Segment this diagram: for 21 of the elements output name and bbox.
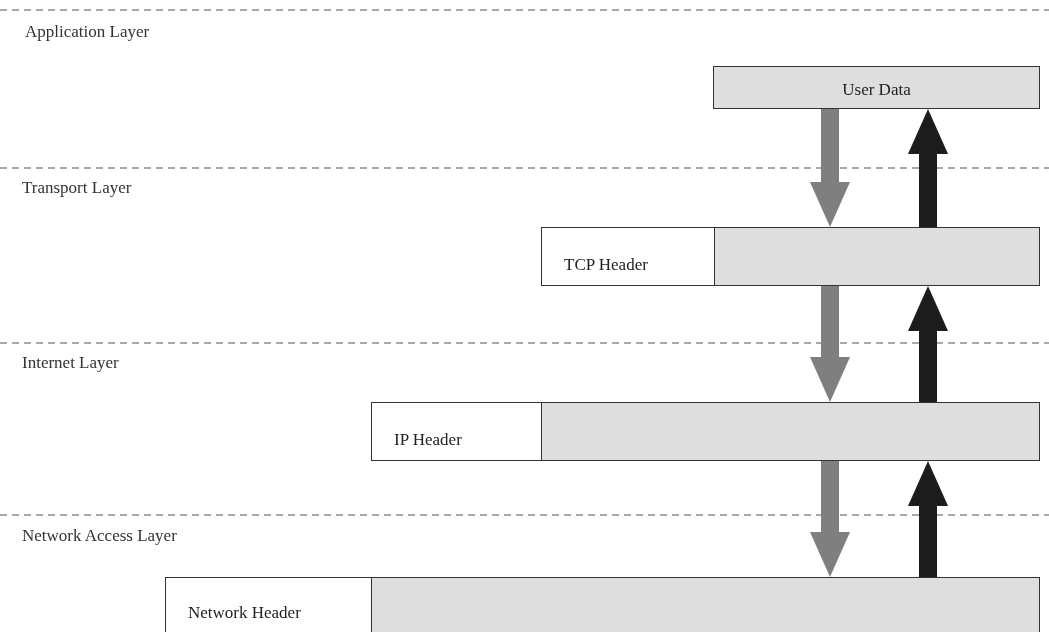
data-box [371, 577, 1040, 632]
box-label: User Data [842, 80, 911, 100]
header-box [371, 402, 542, 461]
layer-label: Network Access Layer [22, 526, 177, 546]
arrow [908, 109, 948, 227]
header-box [165, 577, 372, 632]
box-label: Network Header [188, 603, 301, 623]
data-box [541, 402, 1040, 461]
layer-label: Transport Layer [22, 178, 132, 198]
box-label: TCP Header [564, 255, 648, 275]
data-box [713, 66, 1040, 109]
header-box [541, 227, 715, 286]
arrow [908, 286, 948, 402]
arrow [810, 461, 850, 577]
layer-label: Application Layer [25, 22, 150, 42]
arrow [908, 461, 948, 577]
data-box [714, 227, 1040, 286]
arrow [810, 286, 850, 402]
arrow [810, 109, 850, 227]
box-label: IP Header [394, 430, 462, 450]
layer-label: Internet Layer [22, 353, 119, 373]
